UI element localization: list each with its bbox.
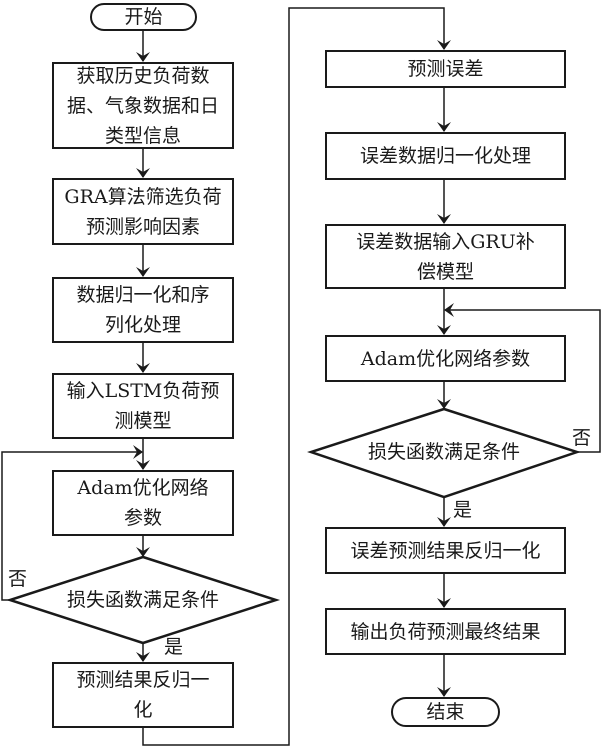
decision-left-label: 损失函数满足条件	[66, 589, 219, 611]
step-error-denormalize-label: 误差预测结果反归一化	[350, 539, 541, 562]
step-lstm-input: 输入LSTM负荷预测模型	[52, 373, 234, 439]
loop-right-no	[444, 303, 601, 453]
start-terminal: 开始	[90, 3, 197, 31]
step-error-normalize-label: 误差数据归一化处理	[359, 145, 531, 167]
step-error-normalize: 误差数据归一化处理	[325, 132, 566, 180]
decision-right-yes: 是	[453, 499, 473, 521]
start-label: 开始	[124, 6, 163, 28]
step-normalize: 数据归一化和序列化处理	[52, 277, 234, 343]
step-denormalize: 预测结果反归一化	[52, 662, 234, 728]
step-denormalize-label: 预测结果反归一化	[76, 669, 210, 721]
step-final-output-label: 输出负荷预测最终结果	[350, 620, 541, 643]
step-fetch-data-label: 获取历史负荷数据、气象数据和日类型信息	[66, 64, 219, 147]
step-prediction-error: 预测误差	[325, 50, 566, 88]
step-adam-left-label: Adam优化网络参数	[77, 477, 209, 529]
step-final-output: 输出负荷预测最终结果	[325, 608, 566, 655]
decision-diamond-left	[5, 555, 281, 645]
step-adam-left: Adam优化网络参数	[52, 470, 234, 536]
decision-left-no: 否	[8, 568, 28, 590]
step-lstm-input-label: 输入LSTM负荷预测模型	[66, 380, 220, 432]
step-adam-right: Adam优化网络参数	[325, 335, 566, 382]
decision-diamond-right	[307, 407, 581, 499]
step-error-denormalize: 误差预测结果反归一化	[325, 527, 566, 574]
connector-left-to-right	[142, 7, 451, 746]
decision-right-label: 损失函数满足条件	[367, 441, 520, 463]
decision-right-no: 否	[572, 427, 592, 449]
step-gru-input-label: 误差数据输入GRU补偿模型	[356, 230, 535, 283]
step-normalize-label: 数据归一化和序列化处理	[76, 284, 210, 336]
decision-left-yes: 是	[164, 636, 184, 658]
step-gra-filter: GRA算法筛选负荷预测影响因素	[52, 178, 234, 245]
end-terminal: 结束	[391, 697, 500, 727]
end-label: 结束	[426, 701, 465, 723]
step-gru-input: 误差数据输入GRU补偿模型	[325, 224, 566, 289]
step-adam-right-label: Adam优化网络参数	[360, 347, 531, 370]
step-prediction-error-label: 预测误差	[407, 58, 484, 80]
step-fetch-data: 获取历史负荷数据、气象数据和日类型信息	[52, 62, 234, 149]
step-gra-filter-label: GRA算法筛选负荷预测影响因素	[64, 185, 222, 238]
